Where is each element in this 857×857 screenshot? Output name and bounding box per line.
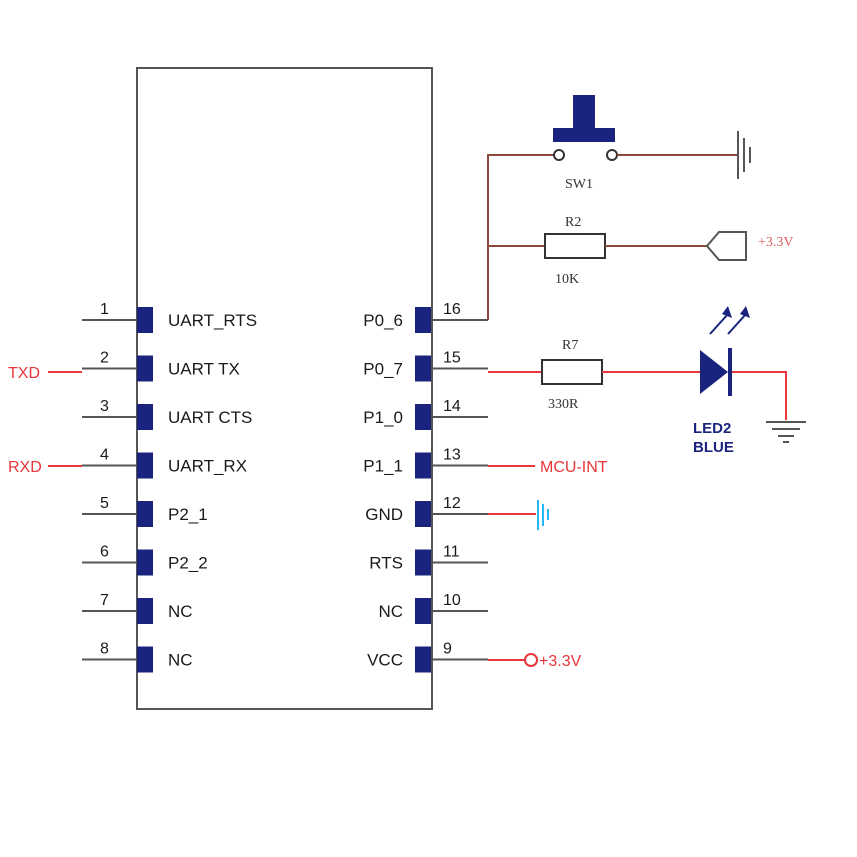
pin-name: UART CTS — [168, 408, 252, 427]
pin-name: P0_6 — [363, 311, 403, 330]
pin-pad — [415, 646, 431, 673]
pin-number: 16 — [443, 301, 461, 318]
r2-ref: R2 — [565, 215, 581, 230]
pin-number: 12 — [443, 495, 461, 512]
led2-ref: LED2 — [693, 420, 731, 437]
sw1-label: SW1 — [565, 177, 593, 192]
r2-supply-label: +3.3V — [758, 235, 794, 250]
led-ground-symbol — [766, 421, 806, 443]
r7-value: 330R — [548, 397, 579, 412]
pin-number: 2 — [100, 350, 109, 367]
pin-name: NC — [168, 602, 193, 621]
pin-pad — [415, 355, 431, 382]
vcc-supply-label: +3.3V — [539, 653, 582, 670]
pin-pad — [415, 452, 431, 479]
pin-name: NC — [168, 651, 193, 670]
pin-pad — [137, 307, 153, 333]
mcu-int-label: MCU-INT — [540, 459, 608, 476]
r2-supply-flag — [705, 231, 747, 261]
pin-pad — [137, 452, 153, 479]
pin-pad — [415, 598, 431, 624]
left-pin-6: 6P2_2 — [82, 544, 208, 576]
pin-pad — [137, 598, 153, 624]
pin-name: P1_0 — [363, 408, 403, 427]
r2-value: 10K — [555, 272, 579, 287]
pin-number: 9 — [443, 641, 452, 658]
pin-pad — [415, 404, 431, 430]
r2-resistor — [544, 233, 606, 259]
pin-pad — [137, 646, 153, 673]
led2-color: BLUE — [693, 439, 734, 456]
pin-number: 10 — [443, 592, 461, 609]
pin-number: 8 — [100, 641, 109, 658]
rxd-label: RXD — [8, 459, 42, 476]
pin-name: UART_RTS — [168, 311, 257, 330]
pin-name: NC — [378, 602, 403, 621]
pin-pad — [137, 355, 153, 382]
txd-label: TXD — [8, 365, 40, 382]
left-pin-8: 8NC — [82, 641, 193, 673]
led2-diode — [700, 306, 750, 396]
pin-pad — [137, 404, 153, 430]
gnd-blue-symbol — [537, 500, 549, 530]
module-body — [136, 67, 433, 710]
pin-number: 4 — [100, 447, 109, 464]
pin-name: P0_7 — [363, 360, 403, 379]
pin-number: 11 — [443, 544, 460, 561]
pin-name: RTS — [369, 554, 403, 573]
pin-name: VCC — [367, 651, 403, 670]
pin-pad — [415, 549, 431, 576]
pin-name: GND — [365, 505, 403, 524]
switch-sw1 — [553, 95, 751, 179]
left-pin-5: 5P2_1 — [82, 495, 208, 527]
led-gnd-wire — [732, 371, 787, 420]
pin-pad — [137, 501, 153, 527]
r7-resistor — [541, 359, 603, 385]
pin-name: P2_1 — [168, 505, 208, 524]
pin-name: P1_1 — [363, 457, 403, 476]
pin16-branch-wire — [487, 154, 555, 320]
pin-number: 14 — [443, 398, 461, 415]
pin-number: 6 — [100, 544, 109, 561]
pin-name: UART_RX — [168, 457, 247, 476]
pin-name: UART TX — [168, 360, 240, 379]
left-pin-7: 7NC — [82, 592, 193, 624]
pin-pad — [415, 307, 431, 333]
pin-number: 7 — [100, 592, 109, 609]
vcc-terminal — [524, 653, 538, 667]
pin-pad — [137, 549, 153, 576]
pin-number: 13 — [443, 447, 461, 464]
pin-number: 5 — [100, 495, 109, 512]
pin-pad — [415, 501, 431, 527]
pin-number: 3 — [100, 398, 109, 415]
pin-name: P2_2 — [168, 554, 208, 573]
pin-number: 15 — [443, 350, 461, 367]
r7-ref: R7 — [562, 338, 578, 353]
pin-number: 1 — [100, 301, 109, 318]
